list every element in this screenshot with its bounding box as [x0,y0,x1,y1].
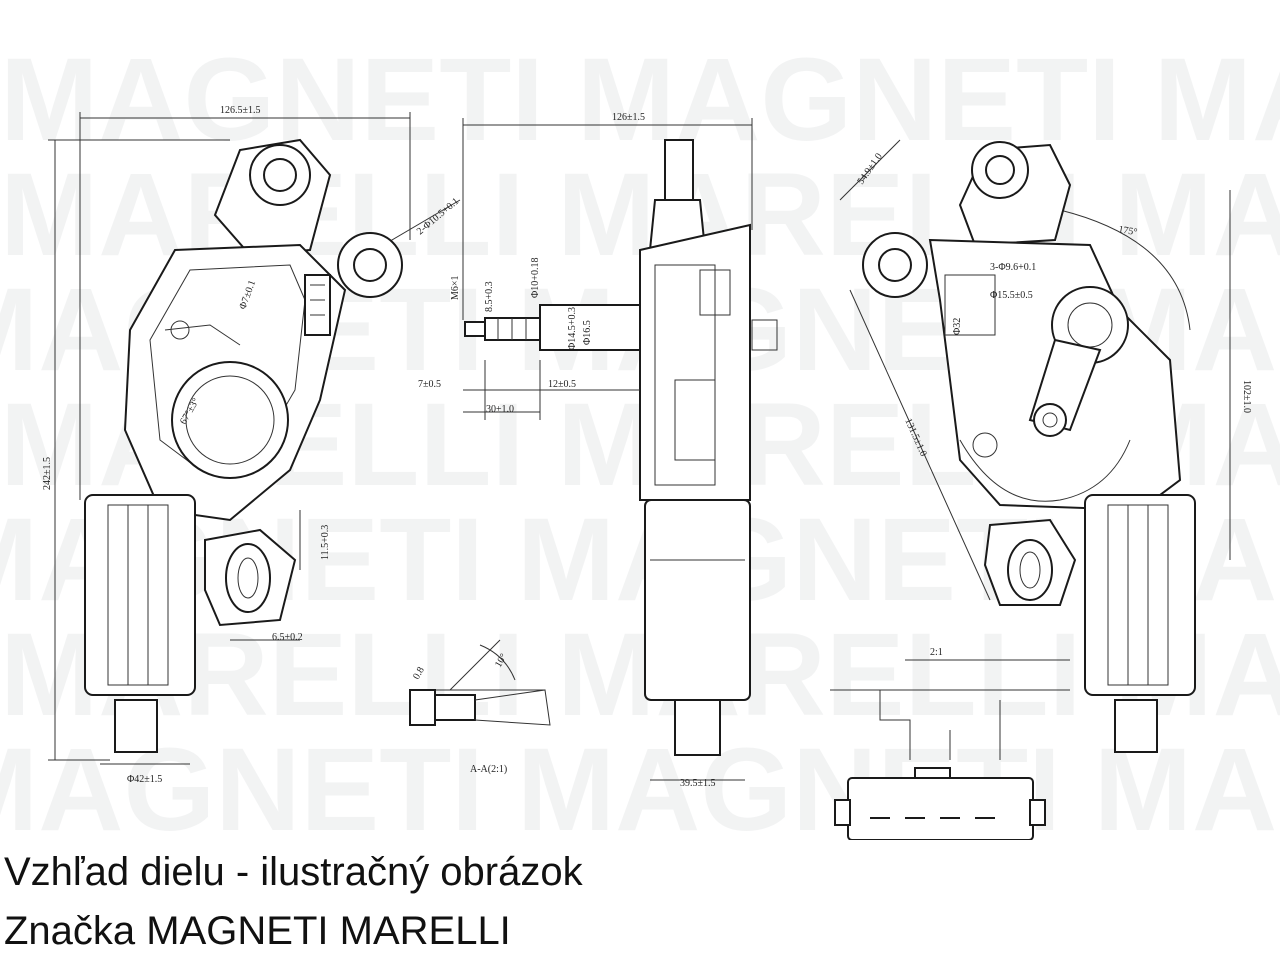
middle-view: 126±1.5 M6×1 8.5+0.3 Φ10+0.18 Φ14.5+0.3 … [409,112,778,789]
detail-dim: 0.8 [411,665,427,681]
dim-seg: 30±1.0 [486,404,514,415]
dim-shaft: Φ14.5+0.3 [567,307,578,350]
dim-angle: 175° [1117,224,1138,238]
right-view: 54.9±1.0 175° 102±1.0 131.5±1.0 3-Φ9.6+0… [830,139,1252,840]
caption-illustrative: Vzhľad dielu - ilustračný obrázok [4,850,583,894]
left-view: 126.5±1.5 242±1.5 Φ42±1.5 2-Φ10.5+0.1 67… [42,105,461,785]
dim-seg: 7±0.5 [418,379,441,390]
connector-scale: 2:1 [930,647,943,658]
technical-drawing: MAGNETI MAGNETI MAGNETI MARELLI MARELLI … [0,34,1280,840]
watermark-row: MAGNETI MAGNETI MAGNETI [0,724,1280,840]
caption-brand: Značka MAGNETI MARELLI [4,909,511,953]
dim-height: 102±1.0 [1241,380,1252,413]
right-note: Φ15.5±0.5 [990,290,1033,301]
watermark-row: MARELLI MARELLI MARELLI [0,609,1280,741]
dim-shaft: Φ10+0.18 [530,258,541,298]
dim-shaft: 8.5+0.3 [484,281,495,312]
detail-label: A-A(2:1) [470,764,507,775]
dim-shaft: Φ16.5 [582,320,593,345]
dim-bottom: 39.5±1.5 [680,778,716,789]
dim-top-width: 126±1.5 [612,112,645,123]
dim-bottom-dia: Φ42±1.5 [127,774,162,785]
dim-top-width: 126.5±1.5 [220,105,261,116]
right-note: Φ32 [952,318,963,335]
watermark-row: MAGNETI MAGNETI MAGNETI [0,34,1280,166]
dim-gap: 11.5+0.3 [320,525,331,560]
right-note: 3-Φ9.6+0.1 [990,262,1036,273]
dim-height: 242±1.5 [42,457,53,490]
dim-thread: M6×1 [450,275,461,300]
dim-slot: 6.5+0.2 [272,632,303,643]
dim-seg: 12±0.5 [548,379,576,390]
